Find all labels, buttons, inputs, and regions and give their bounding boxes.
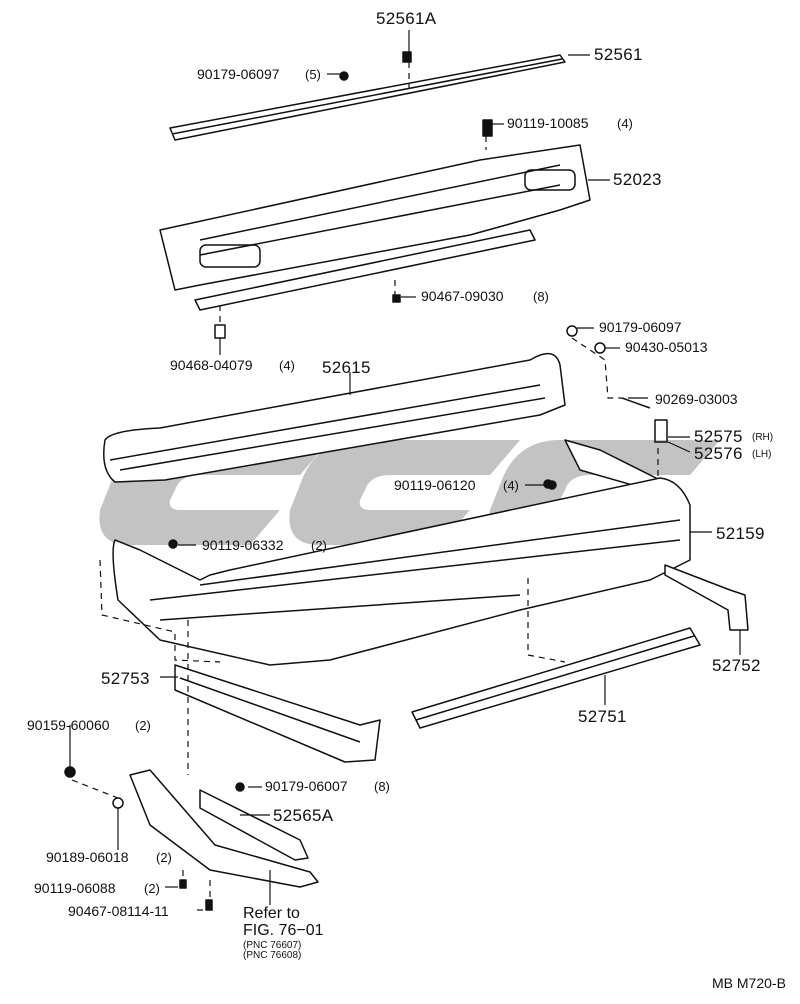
reference-refer-to: Refer to [243,905,300,922]
part-label-90119-06332: 90119-06332 [202,537,284,553]
part-qty-90159-60060: (2) [135,718,151,733]
part-label-52575: 52575 [694,427,743,446]
leader-lines [69,30,741,911]
part-qty-90119-06088: (2) [144,881,160,896]
part-qty-90468-04079: (4) [279,358,295,373]
part-label-52023: 52023 [613,170,662,189]
part-label-90179-06007: 90179-06007 [265,778,348,794]
part-label-90159-60060: 90159-60060 [27,717,110,733]
part-qty-90119-06332: (2) [311,538,327,553]
part-side-52575: (RH) [752,432,774,443]
part-label-90430-05013: 90430-05013 [625,339,708,355]
part-label-52615: 52615 [322,358,371,377]
part-drawings [64,51,749,911]
part-label-52752: 52752 [712,656,761,675]
part-label-52751: 52751 [578,707,627,726]
part-label-90179-06097: 90179-06097 [197,66,280,82]
part-label-90269-03003: 90269-03003 [655,391,738,407]
part-label-90467-09030: 90467-09030 [421,288,504,304]
part-label-90119-06088: 90119-06088 [34,880,116,896]
part-label-52753: 52753 [101,669,150,688]
part-label-90119-10085: 90119-10085 [507,115,589,131]
part-label-52576: 52576 [694,444,743,463]
diagram-id: MB M720-B [712,975,786,991]
part-label-90189-06018: 90189-06018 [46,849,129,865]
reference-figure: FIG. 76−01 [243,922,324,939]
part-label-52561: 52561 [594,45,643,64]
reference-pnc-2: (PNC 76608) [243,950,302,961]
part-label-90179-06097-b: 90179-06097 [599,319,682,335]
part-qty-90179-06097: (5) [305,67,321,82]
part-qty-90467-09030: (8) [533,289,549,304]
part-qty-90179-06007: (8) [374,779,390,794]
part-label-90467-08114-11: 90467-08114-11 [68,903,169,919]
part-label-90119-06120: 90119-06120 [394,477,476,493]
part-label-52159: 52159 [716,524,765,543]
reference-pnc-1: (PNC 76607) [243,940,302,951]
part-qty-90119-06120: (4) [503,478,519,493]
dashed-guide-lines [71,62,659,900]
part-qty-90189-06018: (2) [156,850,172,865]
part-label-52561a: 52561A [376,9,437,28]
part-label-52565a: 52565A [273,806,334,825]
part-side-52576: (LH) [752,449,772,460]
part-label-90468-04079: 90468-04079 [170,357,253,373]
part-qty-90119-10085: (4) [617,116,633,131]
